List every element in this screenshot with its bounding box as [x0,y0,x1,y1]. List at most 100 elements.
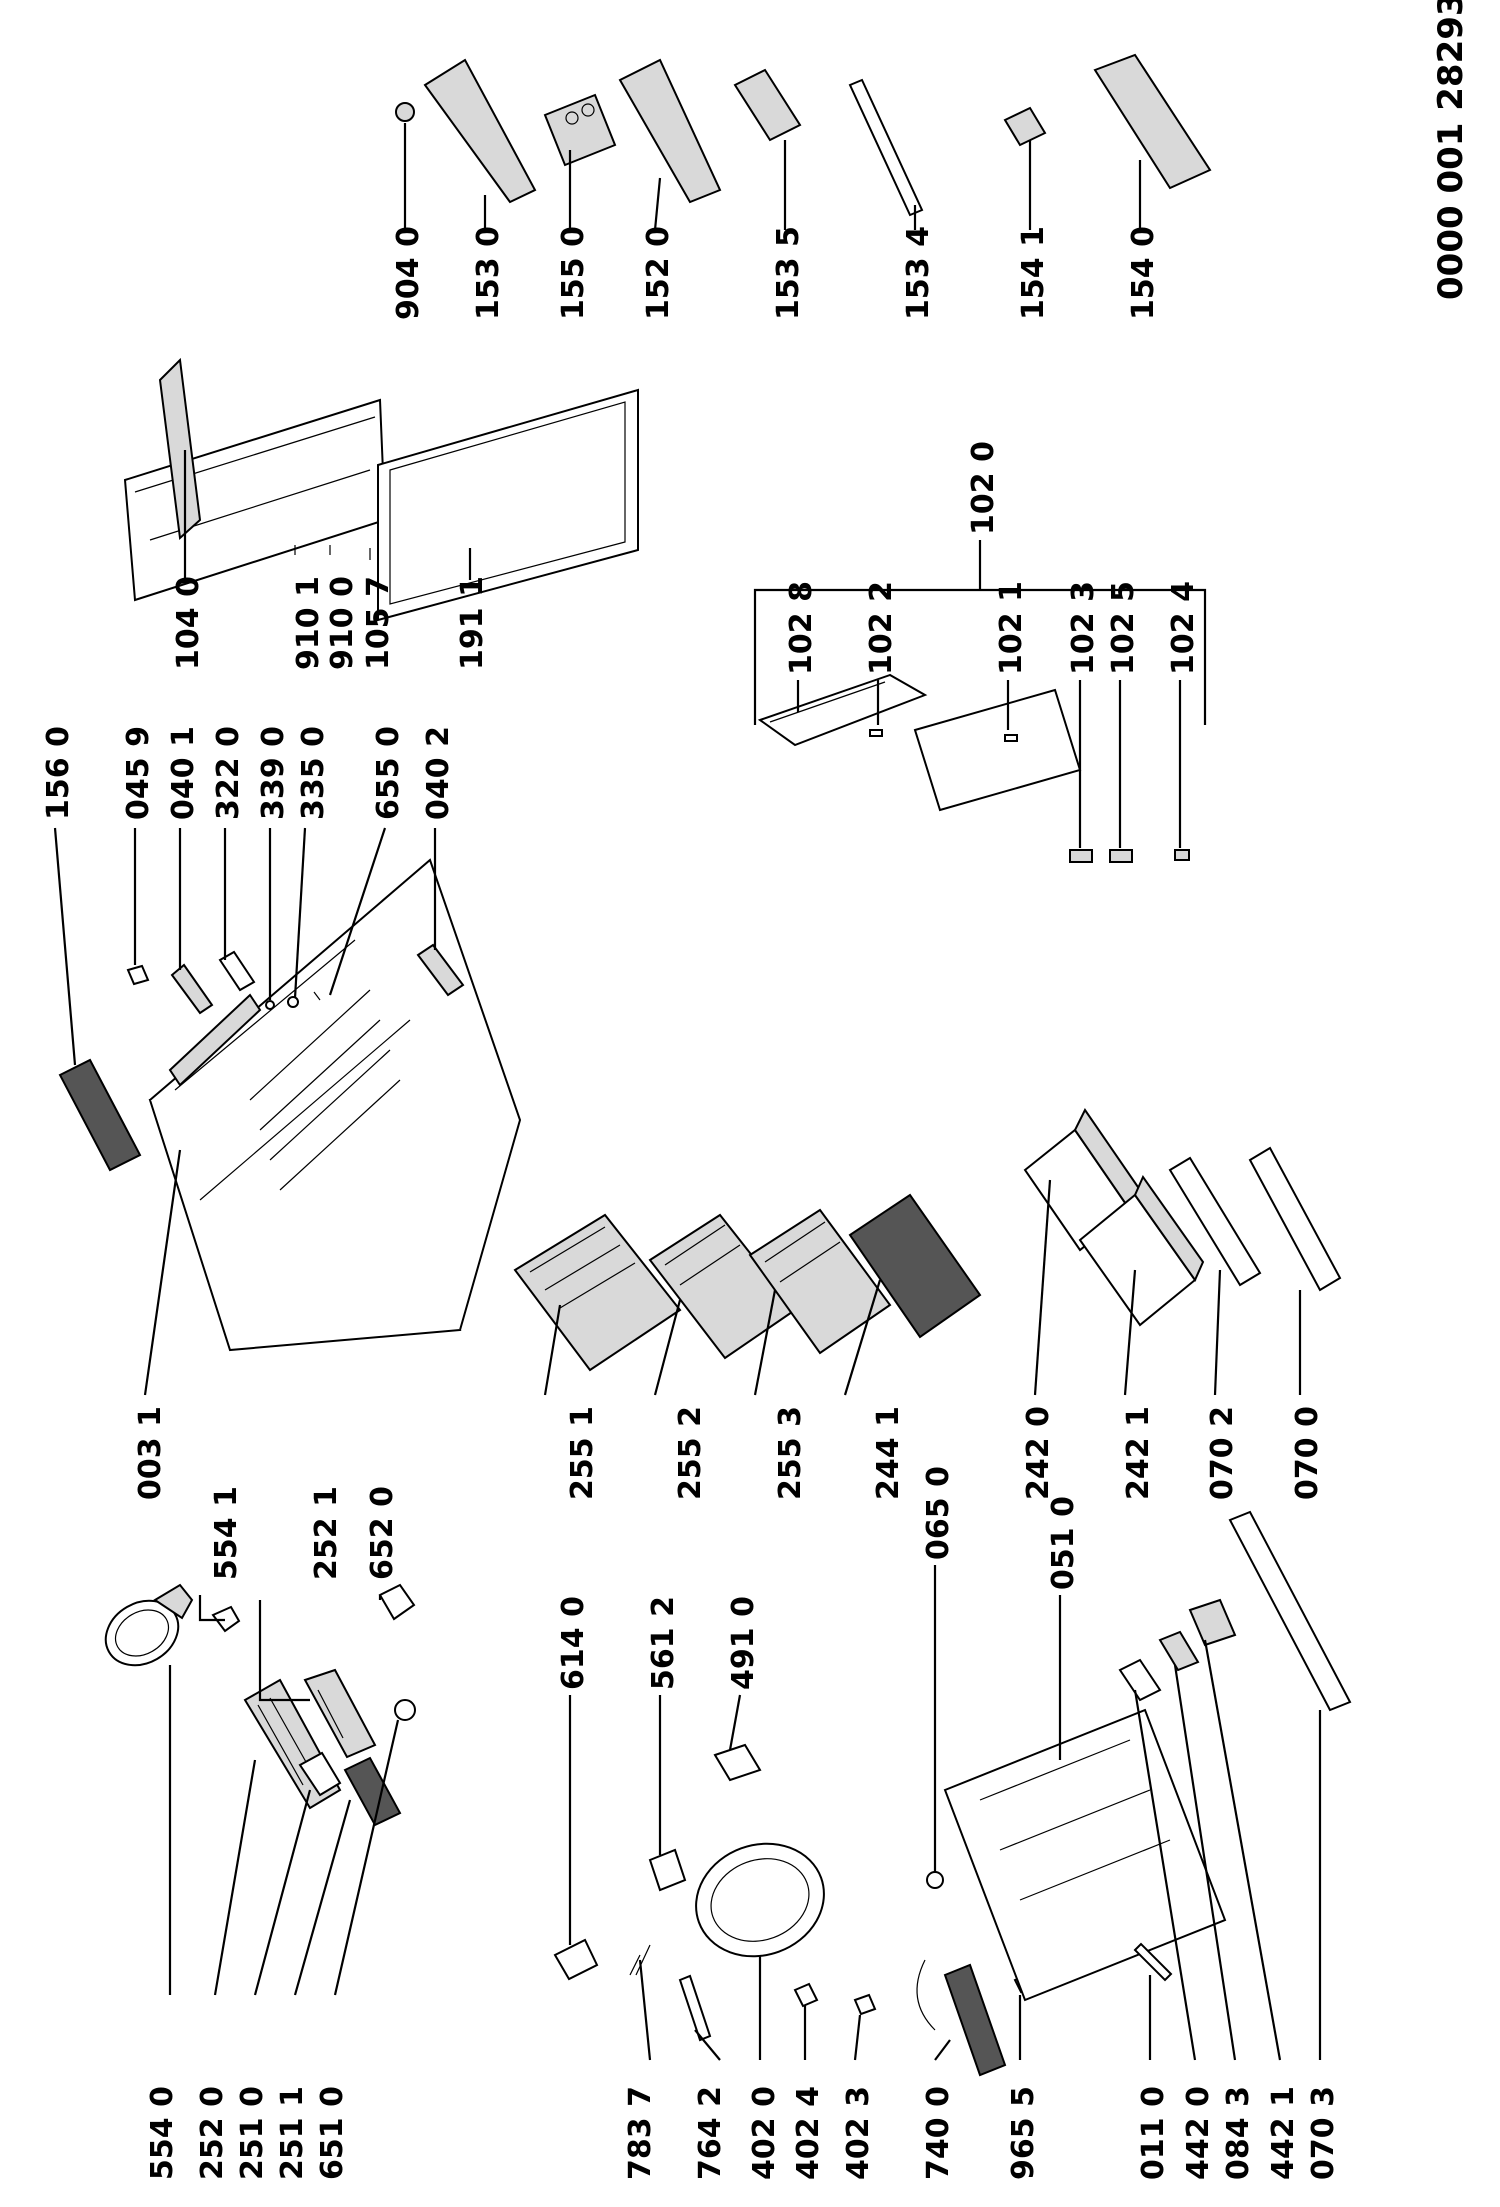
label-335-0: 335 0 [296,726,331,820]
label-102-3: 102 3 [1066,581,1101,675]
label-910-0: 910 0 [325,576,360,670]
label-102-4: 102 4 [1166,581,1201,675]
door-part [123,357,387,602]
cover-part [713,1743,762,1782]
bottle-holder-part [733,68,802,142]
label-339-0: 339 0 [256,726,291,820]
label-011-0: 011 0 [1136,2086,1171,2180]
label-655-0: 655 0 [371,726,406,820]
label-154-0: 154 0 [1126,226,1161,320]
ice-tray-part [58,1058,142,1172]
glass-shelf-part [848,1193,982,1339]
bottle-stop-part [1003,106,1047,147]
capillary-part [629,1944,651,1976]
bulb-part [394,1699,416,1721]
label-065-0: 065 0 [921,1466,956,1560]
label-070-3: 070 3 [1306,2086,1341,2180]
label-153-5: 153 5 [771,226,806,320]
base-bracket-part [1188,1598,1237,1647]
control-panel-part [303,1668,377,1759]
lamp-holder-part [378,1583,416,1621]
label-070-2: 070 2 [1205,1406,1240,1500]
label-040-2: 040 2 [421,726,456,820]
clip-part [211,1605,241,1633]
label-252-0: 252 0 [195,2086,230,2180]
label-252-1: 252 1 [309,1486,344,1580]
filter-part [678,1974,712,2042]
label-152-0: 152 0 [641,226,676,320]
grille-part [343,1756,402,1827]
hinge-bottom-part [1118,1658,1162,1702]
label-783-7: 783 7 [623,2086,658,2180]
condenser-part [916,1959,1007,2077]
label-491-0: 491 0 [726,1596,761,1690]
label-402-4: 402 4 [791,2086,826,2180]
leveling-foot-part [1158,1630,1200,1672]
label-070-0: 070 0 [1290,1406,1325,1500]
knob-part [298,1751,342,1797]
label-102-1: 102 1 [994,581,1029,675]
label-910-1: 910 1 [291,576,326,670]
screw-part-2 [287,996,299,1008]
compressor-part [695,1842,825,1958]
leader-lines [53,123,1322,2061]
label-652-0: 652 0 [365,1486,400,1580]
kickplate-part [1228,1510,1352,1712]
label-155-0: 155 0 [556,226,591,320]
label-084-3: 084 3 [1221,2086,1256,2180]
label-255-2: 255 2 [673,1406,708,1500]
label-554-1: 554 1 [209,1486,244,1580]
label-554-0: 554 0 [145,2086,180,2180]
part-labels: 554 0 252 0 251 0 251 1 651 0 554 1 252 … [41,226,1341,2180]
upper-hinge-part [170,963,214,1015]
overload-part [648,1848,687,1892]
label-251-0: 251 0 [235,2086,270,2180]
label-322-0: 322 0 [211,726,246,820]
label-614-0: 614 0 [556,1596,591,1690]
cabinet-part [148,858,522,1352]
label-255-3: 255 3 [773,1406,808,1500]
feet-screw-part [1133,1942,1173,1982]
label-051-0: 051 0 [1046,1496,1081,1590]
label-764-2: 764 2 [693,2086,728,2180]
label-156-0: 156 0 [41,726,76,820]
label-154-1: 154 1 [1016,226,1051,320]
rail-part-1 [1168,1156,1262,1287]
label-402-0: 402 0 [747,2086,782,2180]
door-gasket-part [377,388,639,622]
plug-part [395,102,415,122]
label-904-0: 904 0 [391,226,426,320]
label-242-0: 242 0 [1021,1406,1056,1500]
label-102-8: 102 8 [784,581,819,675]
label-102-0: 102 0 [966,441,1001,535]
label-561-2: 561 2 [646,1596,681,1690]
drawer-part-2 [1078,1174,1205,1327]
label-442-0: 442 0 [1181,2086,1216,2180]
light-cover-part [104,1583,194,1667]
bottle-retainer-part [848,78,924,217]
label-104-0: 104 0 [171,576,206,670]
egg-tray-part [543,93,617,167]
label-102-2: 102 2 [864,581,899,675]
door-shelf-part-2 [618,58,722,204]
bracket-part [218,950,256,992]
label-442-1: 442 1 [1266,2086,1301,2180]
label-244-1: 244 1 [871,1406,906,1500]
label-040-1: 040 1 [166,726,201,820]
label-965-5: 965 5 [1006,2086,1041,2180]
label-251-1: 251 1 [275,2086,310,2180]
label-191-1: 191 1 [455,576,490,670]
screw-part-1 [265,1000,275,1010]
label-242-1: 242 1 [1121,1406,1156,1500]
bottle-shelf-part [1093,53,1212,190]
label-102-5: 102 5 [1106,581,1141,675]
label-153-4: 153 4 [901,226,936,320]
label-740-0: 740 0 [921,2086,956,2180]
clamp-part [853,1993,877,2016]
fan-part [926,1871,944,1889]
shelf-part-1 [513,1213,682,1372]
label-153-0: 153 0 [471,226,506,320]
dairy-compartment-part [757,673,1190,863]
label-255-1: 255 1 [565,1406,600,1500]
